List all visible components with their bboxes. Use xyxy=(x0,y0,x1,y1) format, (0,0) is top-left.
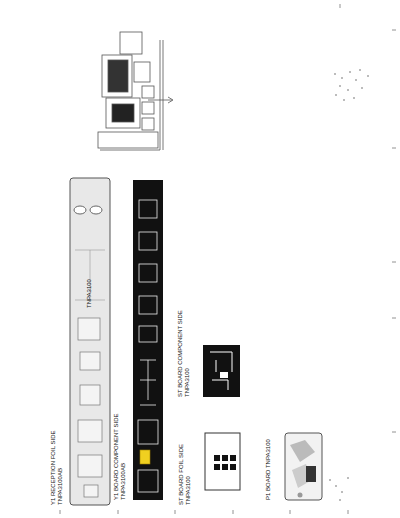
p1-board xyxy=(285,433,322,500)
chassis-sketch xyxy=(98,32,173,150)
pcb-board: Y1 RECEPTION FOIL SIDE TNPA3100ABTNPA310… xyxy=(70,178,110,505)
board-label: P1 BOARD TNPA3100 xyxy=(265,430,272,500)
dot-cluster xyxy=(329,69,369,501)
board-label: ST BOARD FOIL SIDE TNPA3100 xyxy=(178,415,192,505)
board-label: Y1 BOARD COMPONENT SIDE TNPA3100AB xyxy=(113,400,127,500)
st-foil-board xyxy=(205,433,240,490)
highlight-area xyxy=(140,450,150,464)
grid-ticks xyxy=(60,4,396,514)
board-label: ST BOARD COMPONENT SIDE TNPA3100 xyxy=(177,302,191,397)
st-component-board xyxy=(203,345,240,397)
y1-component-board xyxy=(133,180,163,500)
pcb-board: ST BOARD FOIL SIDE TNPA3100 xyxy=(205,433,240,490)
pcb-board: P1 BOARD TNPA3100 xyxy=(285,433,322,500)
pcb-board: Y1 BOARD COMPONENT SIDE TNPA3100AB xyxy=(133,180,163,500)
board-print: TNPA3100 xyxy=(86,268,93,308)
board-label: Y1 RECEPTION FOIL SIDE TNPA3100AB xyxy=(50,420,64,505)
pcb-board: ST BOARD COMPONENT SIDE TNPA3100 xyxy=(203,345,240,397)
y1-foil-board xyxy=(70,178,110,505)
